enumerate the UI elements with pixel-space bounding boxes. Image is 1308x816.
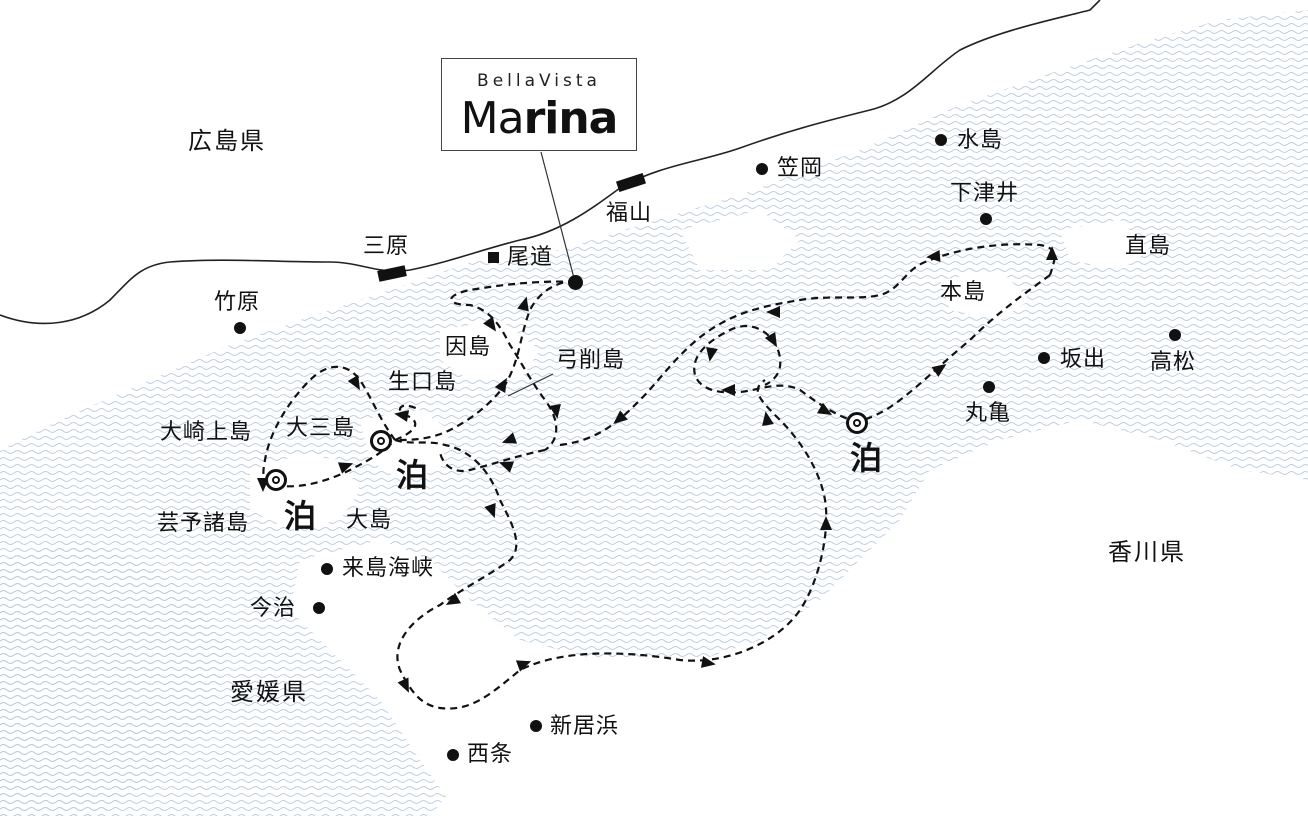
kasaoka-marker-icon <box>756 163 768 175</box>
label-takehara: 竹原 <box>214 290 261 315</box>
overnight-port-icon <box>370 430 392 452</box>
label-mihara: 三原 <box>363 234 410 259</box>
label-mizushima: 水島 <box>957 128 1004 153</box>
label-kurushima: 来島海峡 <box>342 556 435 581</box>
route-segment <box>438 448 546 473</box>
saijo-marker-icon <box>447 749 459 761</box>
route-arrow <box>347 375 360 391</box>
bellavista-marina-logo: BellaVista Marina <box>441 58 637 151</box>
marugame-marker-icon <box>983 381 995 393</box>
niihama-marker-icon <box>530 720 542 732</box>
logo-leader-line <box>540 151 576 283</box>
takamatsu-marker-icon <box>1169 329 1181 341</box>
shikoku-land <box>290 490 1308 816</box>
route-arrow <box>445 592 461 605</box>
overnight-port-icon <box>846 412 868 434</box>
shimotsui-marker-icon <box>980 213 992 225</box>
label-marugame: 丸亀 <box>965 401 1012 426</box>
island-shape <box>1060 220 1150 270</box>
label-niihama: 新居浜 <box>550 714 620 739</box>
route-arrows <box>257 246 1058 693</box>
stop-label-shikoku: 泊 <box>850 439 883 477</box>
route-arrow <box>764 332 777 348</box>
route-arrow <box>394 410 410 422</box>
route-arrow <box>517 296 529 312</box>
route-arrow <box>931 363 947 377</box>
label-kasaoka: 笠岡 <box>777 156 824 181</box>
route-arrow <box>501 432 518 444</box>
stop-label-omishima: 泊 <box>396 456 429 494</box>
route-arrow <box>484 502 496 519</box>
takehara-marker-icon <box>234 322 246 334</box>
label-innoshima: 因島 <box>445 335 492 360</box>
island-shape <box>360 410 450 480</box>
cruise-route <box>262 243 1056 710</box>
imabari-marker-icon <box>313 602 325 614</box>
route-arrow <box>817 402 833 415</box>
onomichi-marker-icon <box>488 252 499 263</box>
route-arrow <box>926 250 941 262</box>
route-segment <box>559 243 1056 447</box>
sakaide-marker-icon <box>1038 352 1050 364</box>
label-omishima: 大三島 <box>286 416 356 441</box>
coastline <box>0 0 1101 325</box>
label-yugeshima: 弓削島 <box>556 348 626 373</box>
route-arrow <box>762 411 774 427</box>
label-naoshima: 直島 <box>1125 234 1172 259</box>
label-sakaide: 坂出 <box>1060 347 1107 372</box>
marina-location-icon <box>568 275 583 290</box>
route-arrow <box>494 377 507 393</box>
kurushima-marker-icon <box>321 563 333 575</box>
sea-area-west <box>0 540 230 816</box>
route-segment <box>450 280 576 451</box>
island-shape <box>680 210 800 270</box>
route-arrow <box>337 462 354 474</box>
route-arrow <box>483 316 497 332</box>
route-arrow <box>721 384 735 396</box>
label-osakikamijima: 大崎上島 <box>160 420 253 445</box>
label-imabari: 今治 <box>250 596 297 621</box>
label-saijo: 西条 <box>467 742 514 767</box>
label-geiyo: 芸予諸島 <box>157 511 250 536</box>
route-arrow <box>700 656 716 668</box>
overnight-port-icon <box>265 469 287 491</box>
logo-line1: BellaVista <box>477 71 601 91</box>
label-kagawa: 香川県 <box>1108 538 1186 566</box>
route-arrow <box>613 410 628 424</box>
route-arrow <box>498 461 515 473</box>
stop-label-geiyo: 泊 <box>284 497 317 535</box>
label-honjima: 本島 <box>940 280 987 305</box>
route-arrow <box>397 677 409 693</box>
route-arrow <box>706 346 718 362</box>
route-arrow <box>766 306 780 318</box>
route-arrow <box>515 660 532 672</box>
route-segment <box>857 274 1051 424</box>
label-hiroshima: 広島県 <box>188 127 266 155</box>
label-takamatsu: 高松 <box>1150 350 1197 375</box>
label-ehime: 愛媛県 <box>230 678 308 706</box>
label-shimotsui: 下津井 <box>950 181 1020 206</box>
route-arrow <box>549 403 561 419</box>
yugeshima-leader-line <box>507 373 554 397</box>
route-arrow <box>820 516 832 530</box>
label-ikuchijima: 生口島 <box>388 370 458 395</box>
mizushima-marker-icon <box>935 134 947 146</box>
logo-line2a: Ma <box>460 93 525 144</box>
route-segment <box>262 365 396 487</box>
route-arrow <box>1046 246 1058 260</box>
label-onomichi: 尾道 <box>507 245 554 270</box>
logo-line2b: rina <box>523 93 619 144</box>
logo-line2: Marina <box>442 93 636 144</box>
label-oshima: 大島 <box>346 508 393 533</box>
route-segment <box>693 325 859 424</box>
route-segment <box>394 379 828 710</box>
label-fukuyama: 福山 <box>606 201 653 226</box>
